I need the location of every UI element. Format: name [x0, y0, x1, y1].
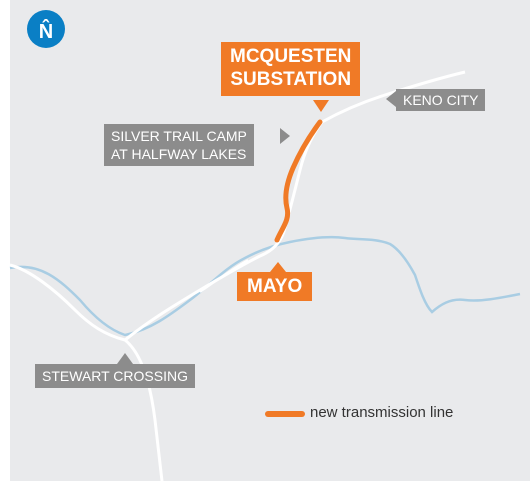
- river: [9, 235, 521, 337]
- substation-pointer: [313, 100, 329, 112]
- road-branch: [199, 259, 249, 293]
- keno-pointer: [386, 91, 396, 107]
- transmission-line: [274, 119, 323, 243]
- road-north: [124, 70, 466, 342]
- north-arrow-icon: N̂: [27, 10, 65, 48]
- silver-pointer: [280, 128, 290, 144]
- keno-city-label: KENO CITY: [396, 89, 486, 111]
- silver-trail-camp-label: SILVER TRAIL CAMP AT HALFWAY LAKES: [104, 124, 254, 166]
- stewart-crossing-label: STEWART CROSSING: [35, 364, 195, 388]
- legend-label: new transmission line: [310, 404, 454, 421]
- substation-label: MCQUESTEN SUBSTATION: [221, 42, 361, 96]
- stewart-pointer: [117, 353, 133, 364]
- silver-trail-line1: SILVER TRAIL CAMP: [111, 128, 247, 144]
- mayo-label: MAYO: [237, 272, 313, 301]
- silver-trail-line2: AT HALFWAY LAKES: [111, 146, 247, 162]
- mayo-pointer: [270, 262, 286, 272]
